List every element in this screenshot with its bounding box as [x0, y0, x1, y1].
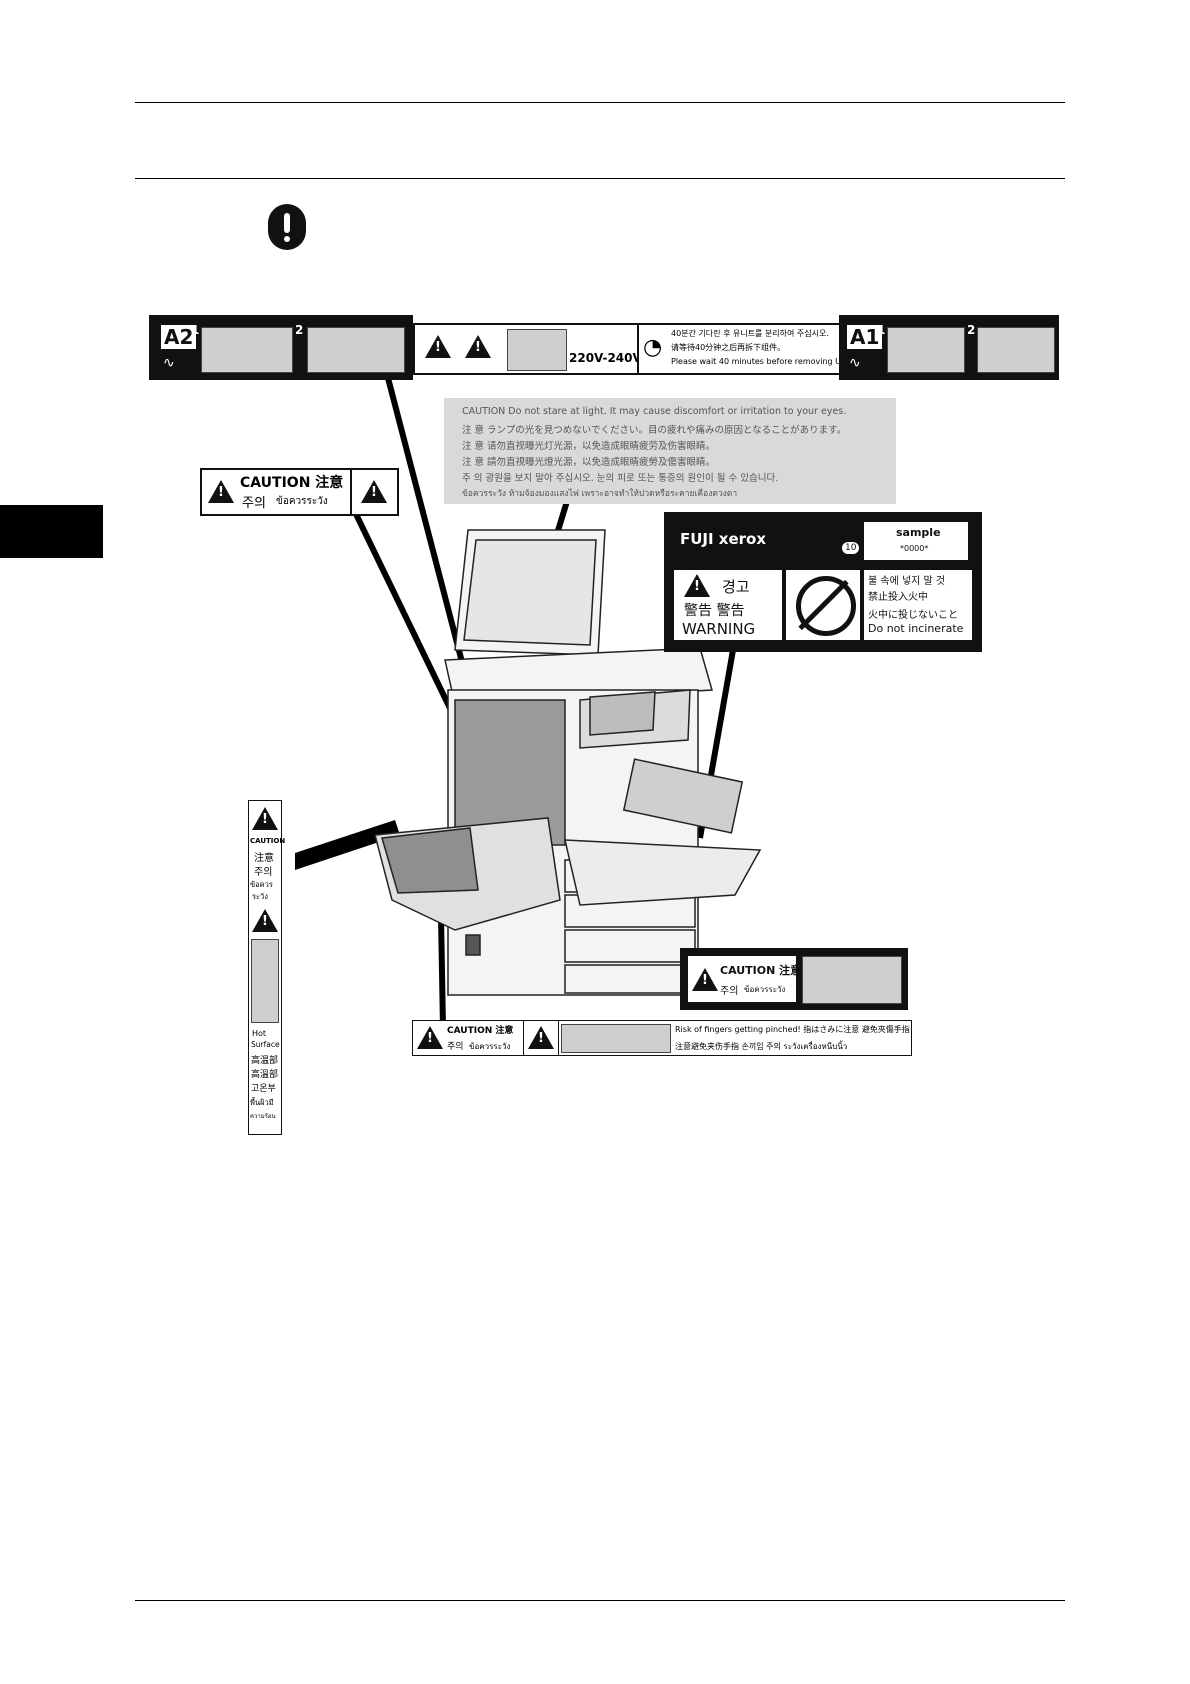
brand-logo: FUJI xerox — [680, 530, 767, 548]
vertical-caution: CAUTION — [250, 837, 286, 845]
label-a1: A1 1 2 ∿ — [839, 315, 1059, 380]
label-lamp-caution: CAUTION Do not stare at light. It may ca… — [444, 398, 896, 504]
label-a1-step1: 1 — [877, 323, 886, 337]
wave-icon: ∿ — [849, 355, 861, 371]
lamp-caution-line-3: 注 意 请勿直视曝光灯光源，以免造成眼睛疲劳及伤害眼睛。 — [462, 441, 716, 452]
label-caution-right: CAUTION 注意 주의 ข้อควรระวัง — [680, 948, 908, 1010]
caution-right-line-1: CAUTION 注意 — [720, 964, 802, 977]
toner-info-3: 火中に投じないこと — [868, 610, 958, 621]
sample-text: sample — [896, 526, 941, 539]
hot-caution-line-1: CAUTION 注意 — [240, 475, 344, 491]
no-fire-icon — [786, 570, 860, 640]
warning-triangle-icon — [425, 335, 451, 358]
warning-triangle-icon — [252, 807, 278, 830]
footer-rule — [135, 1600, 1065, 1601]
vertical-hot-6: พื้นผิวมี — [250, 1098, 274, 1107]
hot-surface-icon — [252, 909, 278, 932]
label-a2-step1-image — [201, 327, 293, 373]
toner-warning-panel: 경고 警告 警告 WARNING — [674, 570, 782, 640]
caution-right-text-panel: CAUTION 注意 주의 ข้อควรระวัง — [688, 956, 801, 1002]
pinch-r1: Risk of fingers getting pinched! 指はさみに注意… — [675, 1025, 910, 1034]
sample-barcode: sample *0000* — [864, 522, 968, 560]
vertical-hot-4: 高溫部 — [251, 1070, 279, 1080]
label-a2-step2-image — [307, 327, 405, 373]
label-a1-step2-image — [977, 327, 1055, 373]
label-wait-notice: ◔ 40분간 기다린 후 유니트를 분리하여 주십시오. 请等待40分钟之后再拆… — [637, 323, 854, 375]
important-icon — [268, 204, 306, 250]
label-voltage: 220V-240V — [413, 323, 642, 375]
caution-right-line-2a: 주의 — [720, 986, 739, 997]
warning-triangle-icon — [417, 1026, 443, 1049]
toner-info-4: Do not incinerate — [868, 622, 964, 635]
pinch-c2a: 주의 — [447, 1042, 464, 1052]
caution-right-line-2b: ข้อควรระวัง — [744, 985, 786, 994]
label-pinch: CAUTION 注意 주의 ข้อควรระวัง Risk of finger… — [412, 1020, 912, 1056]
warning-triangle-icon — [692, 968, 718, 991]
vertical-hot-5: 고온부 — [251, 1084, 276, 1094]
wave-icon: ∿ — [163, 355, 175, 371]
label-a2: A2 1 2 ∿ — [149, 315, 413, 380]
fuser-image — [507, 329, 567, 371]
pinch-c2b: ข้อควรระวัง — [469, 1042, 511, 1051]
lamp-caution-line-6: ข้อควรระวัง ห้ามจ้องมองแสงไฟ เพราะอาจทำใ… — [462, 489, 738, 499]
header-rule-bottom — [135, 178, 1065, 179]
label-a1-step2: 2 — [967, 323, 976, 337]
hot-caution-line-2b: ข้อควรระวัง — [276, 496, 328, 507]
hot-caution-line-2a: 주의 — [242, 496, 266, 511]
pinch-icon — [523, 1021, 559, 1055]
sample-code: *0000* — [900, 544, 929, 553]
label-a1-step1-image — [887, 327, 965, 373]
label-vertical-hot: CAUTION 注意 주의 ข้อควร ระวัง Hot Surface 高… — [248, 800, 286, 1135]
vertical-line-2: 주의 — [254, 867, 273, 878]
vertical-hot-3: 高温部 — [251, 1056, 279, 1066]
wait-line-3: Please wait 40 minutes before removing U… — [671, 357, 854, 366]
label-a2-code: A2 — [161, 325, 197, 349]
toner-info-panel: 불 속에 넣지 말 것 禁止投入火中 火中に投じないこと Do not inci… — [864, 570, 972, 640]
lamp-caution-line-5: 주 의 광원을 보지 말아 주십시오. 눈의 피로 또는 통증의 원인이 될 수… — [462, 473, 779, 484]
toner-info-2: 禁止投入火中 — [868, 592, 928, 603]
voltage-text: 220V-240V — [569, 351, 642, 365]
vertical-hot-1: Hot — [252, 1029, 267, 1038]
pinch-c1: CAUTION 注意 — [447, 1026, 514, 1036]
header-rule-top — [135, 102, 1065, 103]
wait-line-2: 请等待40分钟之后再拆下组件。 — [671, 343, 786, 352]
toner-warn-2: 警告 警告 — [684, 603, 745, 619]
label-a1-code: A1 — [847, 325, 883, 349]
recycle-badge-icon: 10 — [842, 542, 860, 554]
label-toner: FUJI xerox 10 sample *0000* 경고 警告 警告 WAR… — [664, 512, 982, 652]
hot-surface-icon — [465, 335, 491, 358]
toner-warn-3: WARNING — [682, 620, 756, 638]
vertical-line-4: ระวัง — [252, 892, 268, 901]
label-hot-caution: CAUTION 注意 주의 ข้อควรระวัง — [200, 468, 399, 516]
vertical-line-1: 注意 — [254, 853, 274, 864]
label-a2-step2: 2 — [295, 323, 304, 337]
wait-line-1: 40분간 기다린 후 유니트를 분리하여 주십시오. — [671, 329, 829, 338]
toner-info-1: 불 속에 넣지 말 것 — [868, 576, 946, 587]
label-a2-step1: 1 — [191, 323, 200, 337]
warning-triangle-icon — [208, 480, 234, 503]
lamp-caution-line-2: 注 意 ランプの光を見つめないでください。目の疲れや痛みの原因となることがありま… — [462, 425, 847, 436]
vertical-line-3: ข้อควร — [250, 880, 273, 889]
lamp-caution-line-1: CAUTION Do not stare at light. It may ca… — [462, 406, 847, 417]
warning-triangle-icon — [684, 574, 710, 597]
toner-warn-1: 경고 — [722, 578, 750, 596]
pinch-image — [561, 1024, 671, 1053]
timer-icon: ◔ — [643, 335, 663, 360]
vertical-hot-7: ความร้อน — [250, 1113, 276, 1120]
vertical-hot-2: Surface — [251, 1040, 280, 1049]
hot-surface-icon — [350, 470, 397, 514]
lamp-caution-line-4: 注 意 請勿直視曝光燈光源，以免造成眼睛疲勞及傷害眼睛。 — [462, 457, 716, 468]
pinch-r2: 注意避免夹伤手指 손끼임 주의 ระวังเครื่องหนีบนิ้ว — [675, 1042, 848, 1051]
vertical-label-image — [251, 939, 279, 1023]
caution-right-image — [802, 956, 902, 1004]
chapter-tab — [0, 505, 103, 558]
